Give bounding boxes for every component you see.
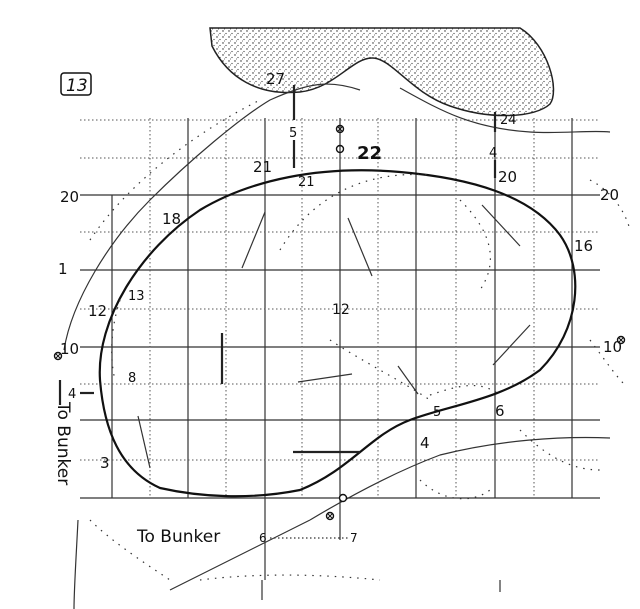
pin-marker-icon [335, 144, 345, 154]
to-bunker-label: To Bunker [53, 401, 73, 485]
grid-number: 21 [298, 175, 315, 190]
grid-number: 4 [420, 434, 430, 452]
fringe-line-low [169, 519, 311, 591]
grid-number: 20 [498, 168, 517, 186]
sprinkler-marker-icon [325, 511, 335, 521]
grid-number: 6 [259, 531, 267, 545]
yardage-grid [80, 118, 600, 580]
grid-number: 5 [433, 405, 441, 420]
grid-number: 4 [489, 146, 497, 161]
grid-number: 12 [88, 302, 107, 320]
sprinkler-marker-icon [53, 351, 63, 361]
grid-number: 6 [495, 402, 505, 420]
hole-number: 13 [66, 76, 88, 96]
grid-number: 4 [68, 387, 76, 402]
fringe-line [63, 83, 361, 351]
to-bunker-label: To Bunker [136, 527, 220, 547]
grid-number: 12 [332, 302, 350, 318]
grid-number: 20 [600, 186, 619, 204]
grid-number: 21 [253, 158, 272, 176]
pin-yardage: 22 [357, 143, 382, 164]
sprinkler-marker-icon [616, 335, 626, 345]
grid-number: 10 [603, 338, 622, 356]
grid-number: 8 [128, 371, 136, 386]
grid-number: 10 [60, 340, 79, 358]
green-outline [98, 169, 577, 498]
grid-number: 13 [128, 289, 145, 304]
bunker [209, 27, 555, 117]
grid-number: 20 [60, 188, 79, 206]
sprinkler-marker-icon [335, 124, 345, 134]
fringe-line-left [73, 519, 79, 609]
grid-number: 3 [100, 454, 110, 472]
grid-number: 16 [574, 237, 593, 255]
fringe-line-bottom [309, 436, 611, 521]
grid-number: 7 [350, 531, 358, 545]
grid-number: 24 [500, 113, 517, 128]
grid-number: 5 [289, 126, 297, 141]
pin-marker-icon [338, 493, 348, 503]
grid-number: 18 [162, 210, 181, 228]
grid-number: 27 [266, 70, 285, 88]
hole-number-box [60, 72, 92, 96]
fringe-line-right [399, 87, 611, 134]
grid-number: 1 [58, 260, 68, 278]
